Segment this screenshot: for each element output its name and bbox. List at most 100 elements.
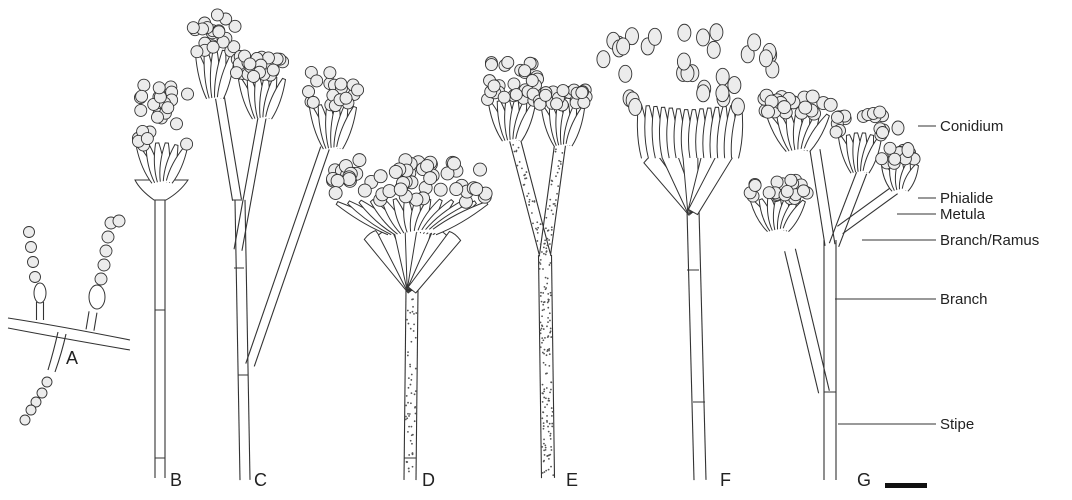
wall-roughening-dot <box>543 422 545 424</box>
conidium <box>450 183 463 196</box>
wall-roughening-dot <box>408 471 410 473</box>
conidium <box>113 215 125 227</box>
wall-roughening-dot <box>541 301 543 303</box>
conidium <box>902 143 914 158</box>
wall-roughening-dot <box>548 229 550 231</box>
branch-wall <box>246 147 321 364</box>
stipe-wall <box>416 290 418 480</box>
wall-roughening-dot <box>542 411 544 413</box>
wall-roughening-dot <box>412 306 414 308</box>
wall-roughening-dot <box>555 151 557 153</box>
wall-roughening-dot <box>543 388 545 390</box>
wall-roughening-dot <box>405 416 407 418</box>
wall-roughening-dot <box>543 425 545 427</box>
conidium <box>343 173 356 186</box>
wall-roughening-dot <box>551 180 553 182</box>
conidium <box>761 105 774 118</box>
wall-roughening-dot <box>560 163 562 165</box>
conidium <box>798 185 810 197</box>
conidium <box>748 34 761 51</box>
wall-roughening-dot <box>540 259 542 261</box>
wall-roughening-dot <box>545 447 547 449</box>
wall-roughening-dot <box>548 400 550 402</box>
conidium <box>434 183 447 196</box>
conidium <box>324 67 336 79</box>
wall-roughening-dot <box>541 337 543 339</box>
wall-roughening-dot <box>528 201 530 203</box>
wall-roughening-dot <box>551 234 553 236</box>
wall-roughening-dot <box>548 239 550 241</box>
wall-roughening-dot <box>532 200 534 202</box>
conidium <box>488 80 500 92</box>
wall-roughening-dot <box>542 309 544 311</box>
wall-roughening-dot <box>549 262 551 264</box>
conidium <box>267 64 279 76</box>
wall-roughening-dot <box>543 428 545 430</box>
wall-roughening-dot <box>560 161 562 163</box>
wall-roughening-dot <box>550 381 552 383</box>
wall-roughening-dot <box>549 423 551 425</box>
wall-roughening-dot <box>544 445 546 447</box>
wall-roughening-dot <box>541 342 543 344</box>
conidium <box>731 98 744 115</box>
wall-roughening-dot <box>545 251 547 253</box>
hypha-wall <box>8 318 130 340</box>
wall-roughening-dot <box>547 349 549 351</box>
wall-roughening-dot <box>549 392 551 394</box>
conidium <box>619 65 632 82</box>
wall-roughening-dot <box>544 301 546 303</box>
wall-roughening-dot <box>543 328 545 330</box>
conidium <box>830 126 842 138</box>
conidium <box>697 29 710 46</box>
conidium <box>307 96 319 108</box>
wall-roughening-dot <box>412 311 414 313</box>
wall-roughening-dot <box>539 268 541 270</box>
wall-roughening-dot <box>406 417 408 419</box>
branch-wall <box>837 186 892 226</box>
wall-roughening-dot <box>408 468 410 470</box>
wall-roughening-dot <box>561 152 563 154</box>
wall-roughening-dot <box>545 288 547 290</box>
wall-roughening-dot <box>411 443 413 445</box>
panel-c-drawing <box>187 9 363 480</box>
conidium <box>311 75 323 87</box>
wall-roughening-dot <box>547 321 549 323</box>
wall-roughening-dot <box>550 433 552 435</box>
conidium <box>597 51 610 68</box>
wall-roughening-dot <box>537 232 539 234</box>
conidium <box>474 163 487 176</box>
scale-bar <box>885 483 927 488</box>
conidium <box>394 183 407 196</box>
conidium <box>95 273 107 285</box>
wall-roughening-dot <box>557 172 559 174</box>
wall-roughening-dot <box>546 421 548 423</box>
conidium <box>26 405 36 415</box>
conidium <box>162 102 174 114</box>
wall-roughening-dot <box>415 390 417 392</box>
label-branch-ramus: Branch/Ramus <box>940 232 1039 249</box>
conidium <box>335 78 347 90</box>
wall-roughening-dot <box>543 362 545 364</box>
panel-f-drawing <box>597 24 779 480</box>
wall-roughening-dot <box>545 470 547 472</box>
conidium <box>211 9 223 21</box>
conidium <box>340 92 352 104</box>
conidium <box>716 85 729 102</box>
wall-roughening-dot <box>549 264 551 266</box>
stipe-wall <box>245 200 250 480</box>
wall-roughening-dot <box>544 337 546 339</box>
wall-roughening-dot <box>542 304 544 306</box>
wall-roughening-dot <box>413 313 415 315</box>
branch-wall <box>829 170 857 243</box>
wall-roughening-dot <box>540 263 542 265</box>
conidium <box>510 89 522 101</box>
wall-roughening-dot <box>409 366 411 368</box>
wall-roughening-dot <box>415 368 417 370</box>
conidium <box>421 160 434 173</box>
branch-wall <box>785 251 819 393</box>
wall-roughening-dot <box>536 221 538 223</box>
wall-roughening-dot <box>547 426 549 428</box>
label-branch: Branch <box>940 291 988 308</box>
stipe-wall <box>699 210 706 480</box>
